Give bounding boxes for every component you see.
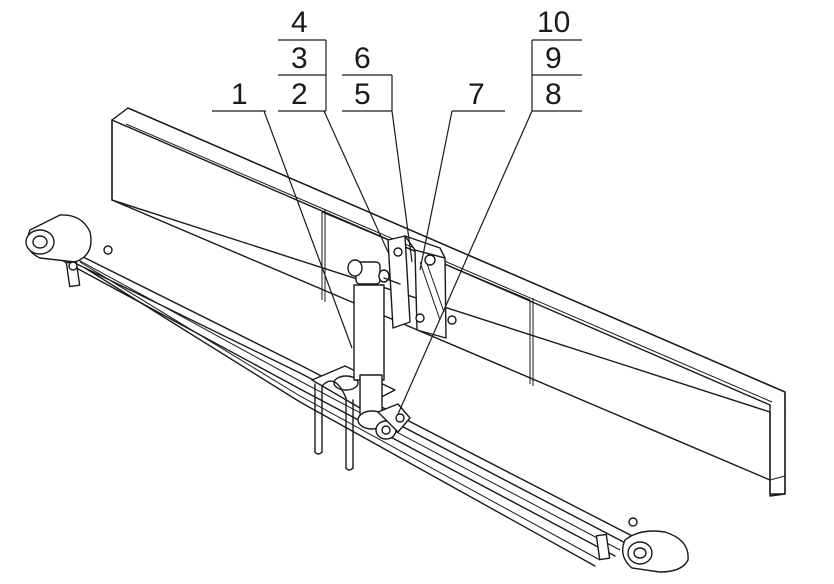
callout-1: 1 (231, 78, 248, 111)
lower-mounting-bracket (377, 403, 411, 433)
callout-10: 10 (537, 6, 570, 39)
callout-leaders (212, 39, 582, 415)
callout-6: 6 (354, 42, 371, 75)
shock-absorber (347, 259, 401, 440)
frame-rail (111, 107, 786, 497)
callout-3: 3 (291, 42, 308, 75)
callout-9: 9 (545, 42, 562, 75)
callout-4: 4 (291, 6, 308, 39)
callout-7: 7 (468, 78, 485, 111)
callout-5: 5 (354, 78, 371, 111)
callout-2: 2 (291, 78, 308, 111)
upper-mounting-bracket (387, 235, 457, 339)
callout-8: 8 (545, 78, 562, 111)
leaf-spring (25, 214, 689, 573)
